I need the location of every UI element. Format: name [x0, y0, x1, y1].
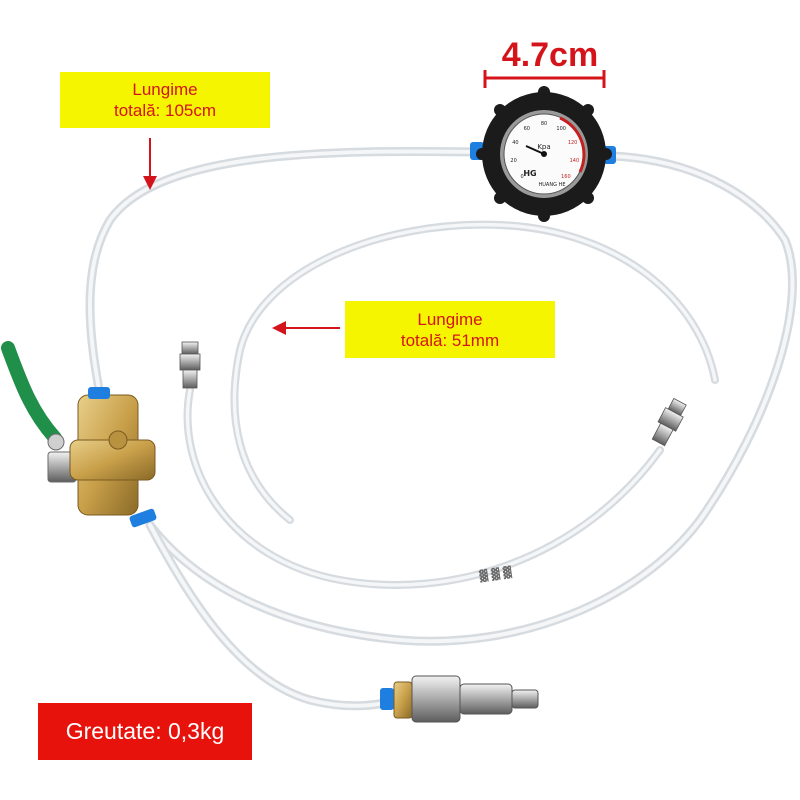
threaded-fitting-left: [179, 341, 201, 389]
gauge-scale-number: 120: [568, 140, 578, 146]
arrow-length-2: [272, 321, 340, 335]
pressure-gauge: Kpa HG HUANG HE 0 20 40 60 80 100 120 140 160: [470, 86, 616, 222]
gauge-size-dimension: [483, 70, 606, 88]
gauge-size-label: 4.7cm: [501, 36, 599, 74]
label-line-1: Lungime: [132, 80, 198, 99]
label-line-2: totală: 105cm: [113, 101, 217, 120]
gauge-scale-number: 40: [512, 140, 518, 146]
tube-print: ▓ ▓ ▓: [478, 565, 513, 583]
gauge-scale-number: 100: [556, 126, 566, 132]
gauge-scale-number: 20: [510, 158, 516, 164]
ball-valve: [1, 341, 157, 528]
gauge-brand: HG: [523, 169, 536, 178]
short-tube: ▓ ▓ ▓: [183, 220, 719, 589]
gauge-maker: HUANG HE: [539, 182, 566, 188]
label-line-1: Lungime: [417, 309, 483, 329]
arrow-length-1: [143, 138, 157, 190]
gauge-scale-number: 0: [521, 174, 524, 180]
label-line-2: totală: 51mm: [400, 330, 500, 350]
total-length-label-51mm: Lungime totală: 51mm: [345, 301, 555, 358]
weight-badge: Greutate: 0,3kg: [38, 703, 252, 760]
gauge-scale-number: 80: [541, 121, 547, 127]
gauge-scale: 0 20 40 60 80 100 120 140 160: [510, 121, 579, 180]
quick-coupler: [380, 675, 539, 723]
gauge-scale-number: 60: [524, 126, 530, 132]
long-tube: [85, 146, 797, 711]
gauge-scale-number: 140: [570, 158, 580, 164]
threaded-fitting-right: [651, 397, 687, 447]
gauge-unit: Kpa: [537, 143, 550, 151]
gauge-scale-number: 160: [561, 174, 571, 180]
total-length-label-105cm: Lungime totală: 105cm: [60, 72, 270, 128]
